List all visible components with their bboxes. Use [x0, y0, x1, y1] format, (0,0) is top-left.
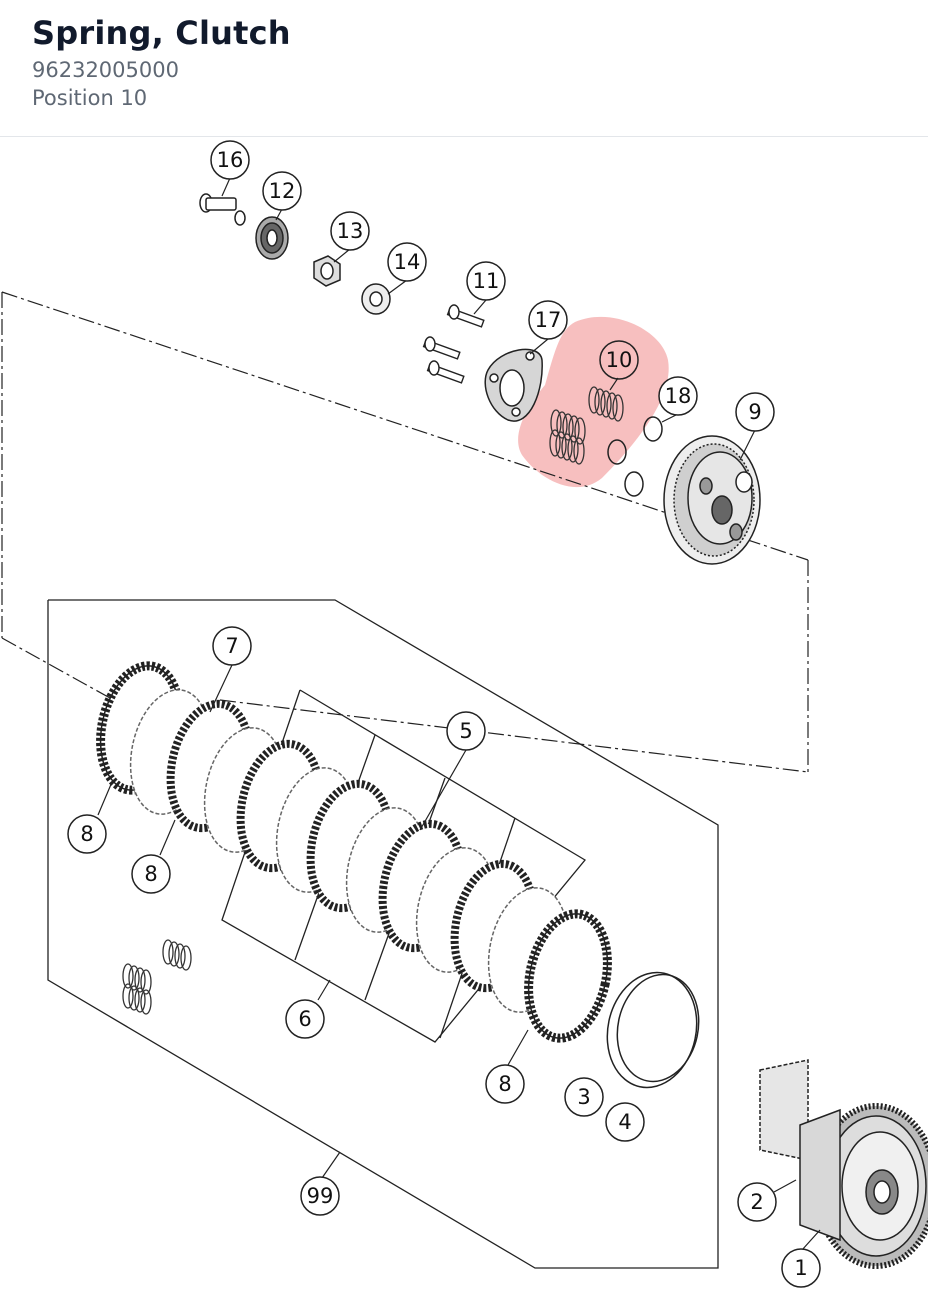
screws-11 [422, 304, 485, 384]
callout-3[interactable]: 3 [564, 1077, 604, 1117]
part-header: Spring, Clutch 96232005000 Position 10 [0, 0, 928, 137]
callout-10[interactable]: 10 [599, 340, 639, 380]
callout-17[interactable]: 17 [528, 300, 568, 340]
wire-rings-3-4 [606, 971, 700, 1089]
svg-text:17: 17 [535, 308, 562, 332]
clutch-plate-stack [96, 661, 612, 1043]
callout-9[interactable]: 9 [735, 392, 775, 432]
rings-18 [607, 416, 663, 497]
callout-16[interactable]: 16 [210, 140, 250, 180]
callout-8-right[interactable]: 8 [485, 1064, 525, 1104]
pressure-plate-9 [663, 435, 761, 565]
nut-13 [313, 255, 341, 287]
callout-8-left[interactable]: 8 [67, 814, 107, 854]
callout-7[interactable]: 7 [212, 626, 252, 666]
leader-lines [97, 177, 821, 1251]
selection-highlight [518, 316, 669, 488]
callout-8-mid[interactable]: 8 [131, 854, 171, 894]
retainer-plate-17 [484, 348, 543, 422]
svg-text:8: 8 [498, 1072, 511, 1096]
svg-text:7: 7 [225, 634, 238, 658]
part-number: 96232005000 [32, 58, 179, 82]
svg-text:10: 10 [606, 348, 633, 372]
callout-1[interactable]: 1 [781, 1248, 821, 1288]
part-title: Spring, Clutch [32, 14, 291, 52]
svg-text:8: 8 [80, 822, 93, 846]
stud-bolt-16 [199, 193, 246, 226]
bearing-12 [255, 216, 289, 260]
callout-12[interactable]: 12 [262, 171, 302, 211]
svg-text:5: 5 [459, 719, 472, 743]
svg-text:4: 4 [618, 1110, 631, 1134]
clutch-basket-1-2 [759, 1059, 928, 1269]
svg-text:11: 11 [473, 269, 500, 293]
svg-text:16: 16 [217, 148, 244, 172]
callout-18[interactable]: 18 [658, 376, 698, 416]
callout-2[interactable]: 2 [737, 1182, 777, 1222]
svg-text:18: 18 [665, 384, 692, 408]
callout-11[interactable]: 11 [466, 261, 506, 301]
svg-text:14: 14 [394, 250, 421, 274]
callout-14[interactable]: 14 [387, 242, 427, 282]
clutch-springs-10 [549, 386, 624, 465]
washer-14 [361, 283, 391, 315]
callout-5[interactable]: 5 [446, 711, 486, 751]
svg-text:9: 9 [748, 400, 761, 424]
kit-springs [122, 939, 192, 1015]
svg-text:12: 12 [269, 179, 296, 203]
position-label: Position 10 [32, 86, 148, 110]
svg-text:1: 1 [794, 1256, 807, 1280]
svg-text:6: 6 [298, 1007, 311, 1031]
svg-text:2: 2 [750, 1190, 763, 1214]
svg-text:99: 99 [307, 1184, 334, 1208]
exploded-diagram: 16 12 13 14 11 17 10 18 9 7 5 8 8 6 8 3 … [1, 140, 928, 1288]
callout-13[interactable]: 13 [330, 211, 370, 251]
svg-text:13: 13 [337, 219, 364, 243]
callout-99[interactable]: 99 [300, 1176, 340, 1216]
callout-4[interactable]: 4 [605, 1102, 645, 1142]
callout-6[interactable]: 6 [285, 999, 325, 1039]
svg-text:8: 8 [144, 862, 157, 886]
svg-text:3: 3 [577, 1085, 590, 1109]
